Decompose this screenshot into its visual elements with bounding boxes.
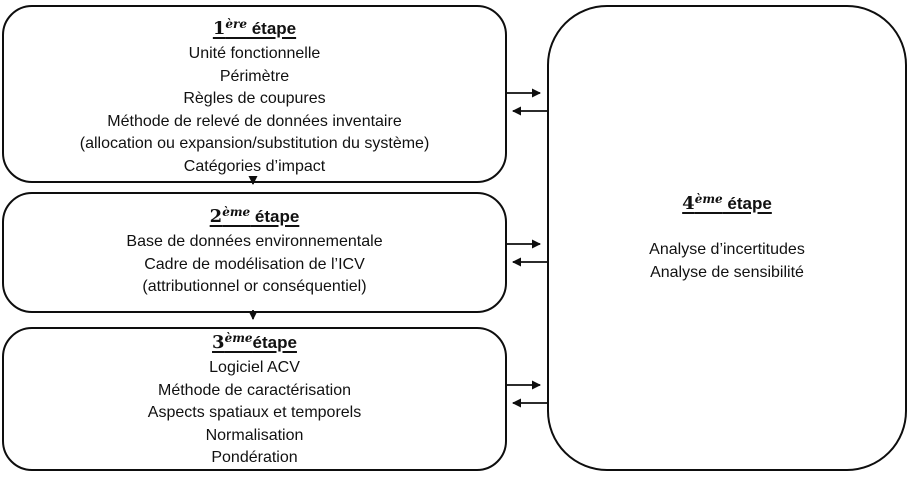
step3-title-word: étape bbox=[252, 333, 297, 352]
list-item: Analyse de sensibilité bbox=[650, 263, 804, 281]
step4-number: 4 bbox=[682, 193, 695, 214]
step4-title-text: 4ème étape bbox=[682, 192, 772, 214]
step4-title-word: étape bbox=[722, 194, 772, 213]
list-item: (allocation ou expansion/substitution du… bbox=[79, 135, 430, 153]
list-item: Règles de coupures bbox=[183, 90, 326, 108]
step1-title: 1ère étape bbox=[4, 7, 505, 43]
step2-title-word: étape bbox=[250, 207, 300, 226]
step1-box: 1ère étape Unité fonctionnelle Périmètre… bbox=[2, 5, 507, 183]
list-item: Logiciel ACV bbox=[209, 359, 300, 376]
list-item: Catégories d’impact bbox=[183, 157, 326, 175]
list-item: Base de données environnementale bbox=[126, 233, 383, 250]
step3-title-text: 3èmeétape bbox=[212, 331, 297, 353]
step4-items: Analyse d’incertitudes Analyse de sensib… bbox=[549, 239, 905, 284]
step1-ordinal-superscript: ère bbox=[225, 17, 247, 31]
step1-title-word: étape bbox=[246, 19, 297, 38]
list-item: Analyse d’incertitudes bbox=[649, 241, 805, 258]
list-item: Méthode de caractérisation bbox=[158, 381, 351, 399]
list-item: (attributionnel or conséquentiel) bbox=[142, 278, 367, 296]
step3-items: Logiciel ACV Méthode de caractérisation … bbox=[4, 357, 505, 470]
step3-ordinal-superscript: ème bbox=[224, 331, 253, 345]
step2-title: 2ème étape bbox=[4, 194, 505, 231]
list-item: Pondération bbox=[211, 449, 298, 467]
list-item: Aspects spatiaux et temporels bbox=[147, 404, 362, 422]
step4-title: 4ème étape bbox=[549, 7, 905, 218]
step3-box: 3èmeétape Logiciel ACV Méthode de caract… bbox=[2, 327, 507, 471]
list-item: Normalisation bbox=[205, 426, 304, 444]
step4-box: 4ème étape Analyse d’incertitudes Analys… bbox=[547, 5, 907, 471]
step1-number: 1 bbox=[212, 18, 226, 39]
step2-title-text: 2ème étape bbox=[209, 205, 300, 227]
step4-ordinal-superscript: ème bbox=[694, 192, 723, 206]
list-item: Cadre de modélisation de l’ICV bbox=[144, 255, 365, 273]
step3-title: 3èmeétape bbox=[4, 329, 505, 357]
list-item: Méthode de relevé de données inventaire bbox=[107, 112, 402, 130]
step2-number: 2 bbox=[209, 206, 223, 227]
step2-ordinal-superscript: ème bbox=[222, 205, 251, 219]
list-item: Unité fonctionnelle bbox=[188, 45, 321, 62]
step2-items: Base de données environnementale Cadre d… bbox=[4, 231, 505, 299]
step2-box: 2ème étape Base de données environnement… bbox=[2, 192, 507, 313]
list-item: Périmètre bbox=[219, 67, 290, 85]
step1-title-text: 1ère étape bbox=[212, 17, 297, 39]
step1-items: Unité fonctionnelle Périmètre Règles de … bbox=[4, 43, 505, 179]
step3-number: 3 bbox=[212, 332, 225, 353]
